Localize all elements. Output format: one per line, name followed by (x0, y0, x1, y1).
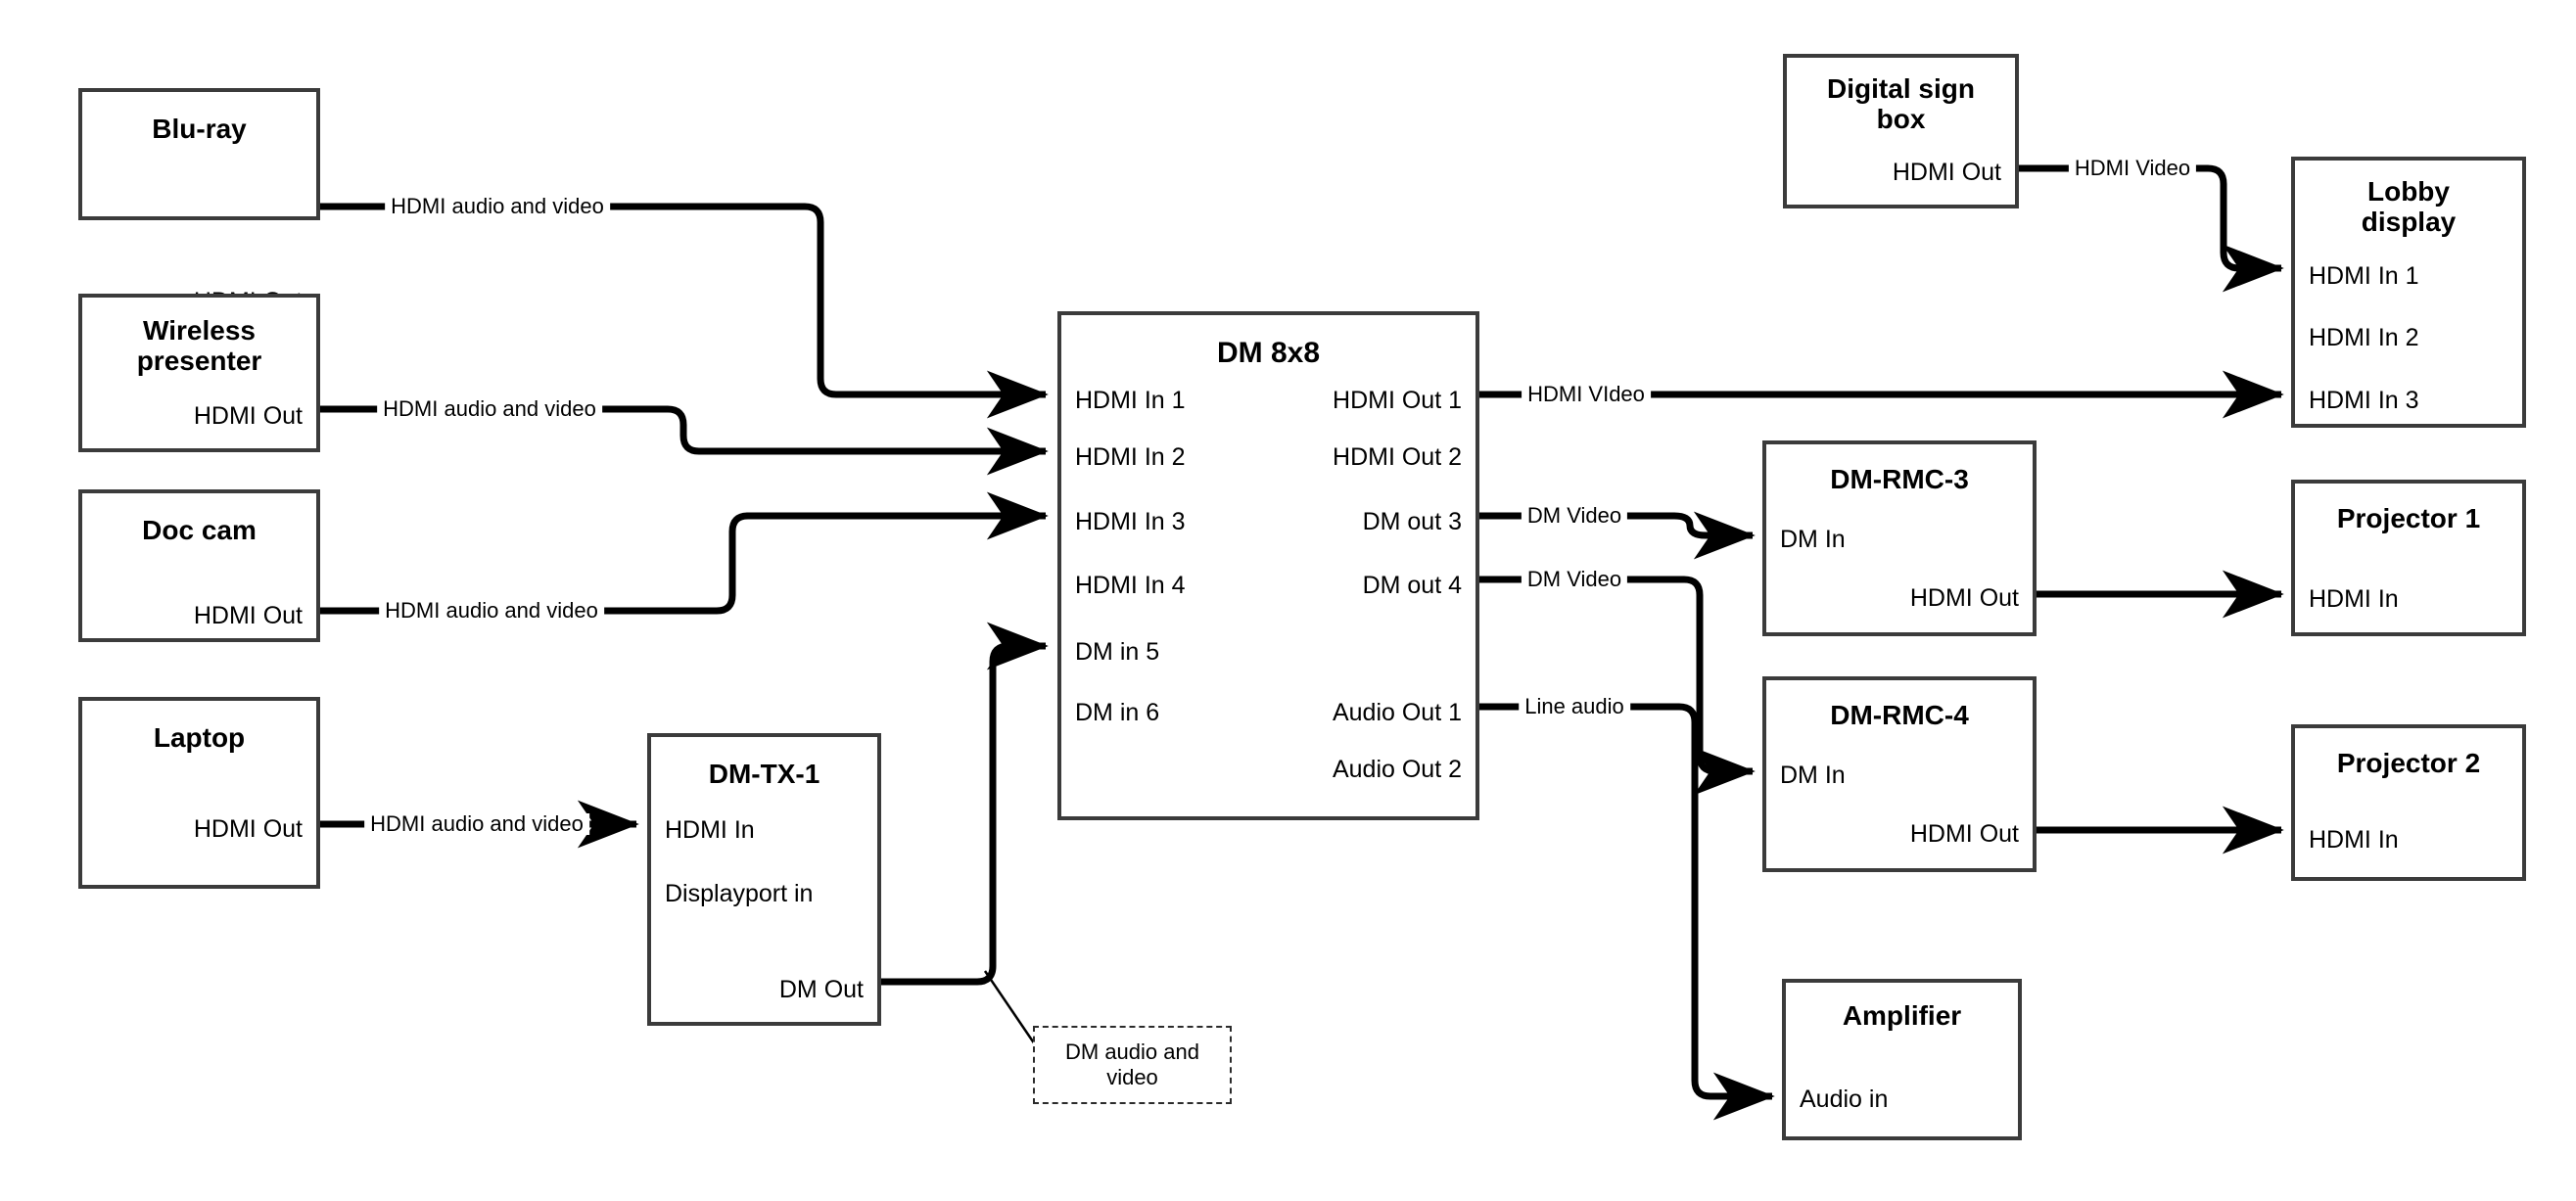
node-projector-1-title: Projector 1 (2336, 503, 2481, 533)
node-dm-8x8-input-dm-in-6[interactable]: DM in 6 (1075, 699, 1160, 726)
wire-label-dm8x8-audioout1-to-amplifier: Line audio (1519, 696, 1630, 717)
node-dm-rmc-3-port-dm-in[interactable]: DM In (1780, 526, 1846, 553)
node-projector-2[interactable]: Projector 2 HDMI In (2291, 724, 2526, 881)
wire-label-dm8x8-out3-to-dmrmc3: DM Video (1521, 505, 1628, 527)
node-dm-8x8-input-hdmi-in-3[interactable]: HDMI In 3 (1075, 508, 1186, 535)
node-dm-8x8-output-audio-out-1[interactable]: Audio Out 1 (1332, 699, 1462, 726)
node-dm-rmc-4-title: DM-RMC-4 (1830, 700, 1969, 730)
node-lobby-display-input-hdmi-in-3[interactable]: HDMI In 3 (2309, 387, 2419, 414)
wire-label-dm8x8-out4-to-dmrmc4: DM Video (1521, 569, 1628, 590)
node-laptop-port-hdmi-out[interactable]: HDMI Out (193, 815, 303, 843)
node-laptop-title: Laptop (153, 722, 246, 753)
node-dm-tx-1-title: DM-TX-1 (708, 759, 820, 789)
node-lobby-display-title: Lobby display (2361, 176, 2457, 238)
node-wireless-presenter-title: Wireless presenter (136, 315, 262, 377)
wire-dm8x8-out3-to-dmrmc3 (1479, 511, 1756, 560)
node-bluray[interactable]: Blu-ray HDMI Out (78, 88, 320, 314)
node-dm-rmc-3-title: DM-RMC-3 (1830, 464, 1969, 494)
wire-dmtx1-to-dm8x8-in5 (881, 622, 1049, 986)
node-dm-8x8-input-dm-in-5[interactable]: DM in 5 (1075, 638, 1160, 666)
node-dm-8x8-output-audio-out-2[interactable]: Audio Out 2 (1332, 756, 1462, 783)
node-dm-8x8-output-hdmi-out-2[interactable]: HDMI Out 2 (1333, 443, 1462, 471)
node-projector-1-port-hdmi-in[interactable]: HDMI In (2309, 585, 2399, 613)
node-projector-2-port-hdmi-in[interactable]: HDMI In (2309, 826, 2399, 854)
node-dm-8x8-output-dm-out-4[interactable]: DM out 4 (1362, 572, 1462, 599)
wire-dm8x8-out4-to-dmrmc4 (1479, 576, 1756, 796)
node-laptop[interactable]: Laptop HDMI Out (78, 697, 320, 889)
node-dm-rmc-4[interactable]: DM-RMC-4 DM In HDMI Out (1762, 676, 2037, 872)
node-doc-cam[interactable]: Doc cam HDMI Out (78, 489, 320, 642)
wire-label-dm8x8-out1-to-lobby: HDMI VIdeo (1522, 384, 1651, 405)
wire-dm8x8-audioout1-to-amplifier (1479, 703, 1775, 1121)
node-dm-rmc-4-port-dm-in[interactable]: DM In (1780, 762, 1846, 789)
node-dm-tx-1-port-displayport-in[interactable]: Displayport in (665, 880, 814, 907)
node-doc-cam-title: Doc cam (142, 515, 257, 545)
node-bluray-title: Blu-ray (152, 114, 247, 144)
node-dm-8x8[interactable]: DM 8x8 HDMI In 1 HDMI In 2 HDMI In 3 HDM… (1057, 311, 1479, 820)
node-lobby-display-input-hdmi-in-2[interactable]: HDMI In 2 (2309, 324, 2419, 351)
wire-label-laptop-to-dmtx1: HDMI audio and video (364, 813, 589, 835)
node-dm-tx-1-port-hdmi-in[interactable]: HDMI In (665, 816, 755, 844)
node-digital-sign-box-title: Digital sign box (1827, 73, 1975, 135)
node-dm-8x8-output-dm-out-3[interactable]: DM out 3 (1362, 508, 1462, 535)
node-dm-rmc-4-port-hdmi-out[interactable]: HDMI Out (1909, 820, 2019, 848)
node-dm-tx-1[interactable]: DM-TX-1 HDMI In Displayport in DM Out (647, 733, 881, 1026)
wire-sign-to-lobby-in1 (2019, 164, 2284, 293)
node-dm-rmc-3[interactable]: DM-RMC-3 DM In HDMI Out (1762, 440, 2037, 636)
node-projector-2-title: Projector 2 (2336, 748, 2481, 778)
node-wireless-presenter-port-hdmi-out[interactable]: HDMI Out (193, 402, 303, 430)
node-amplifier-port-audio-in[interactable]: Audio in (1800, 1086, 1889, 1113)
wire-label-wireless-to-dm8x8-in2: HDMI audio and video (377, 398, 602, 420)
node-digital-sign-box-port-hdmi-out[interactable]: HDMI Out (1892, 159, 2001, 186)
node-dm-8x8-input-hdmi-in-2[interactable]: HDMI In 2 (1075, 443, 1186, 471)
node-lobby-display-input-hdmi-in-1[interactable]: HDMI In 1 (2309, 262, 2419, 290)
node-dm-tx-1-port-dm-out[interactable]: DM Out (778, 976, 864, 1003)
node-doc-cam-port-hdmi-out[interactable]: HDMI Out (193, 602, 303, 629)
node-dm-8x8-title: DM 8x8 (1216, 337, 1321, 369)
wire-label-sign-to-lobby: HDMI Video (2068, 158, 2197, 179)
node-amplifier-title: Amplifier (1842, 1000, 1962, 1031)
wire-bluray-to-dm8x8-in1 (320, 203, 1049, 419)
wire-label-bluray-to-dm8x8-in1: HDMI audio and video (385, 196, 610, 217)
wire-doccam-to-dm8x8-in3 (320, 491, 1049, 615)
node-wireless-presenter[interactable]: Wireless presenter HDMI Out (78, 294, 320, 452)
wire-label-doccam-to-dm8x8-in3: HDMI audio and video (379, 600, 604, 622)
node-dm-rmc-3-port-hdmi-out[interactable]: HDMI Out (1909, 584, 2019, 612)
node-lobby-display[interactable]: Lobby display HDMI In 1 HDMI In 2 HDMI I… (2291, 157, 2526, 428)
node-dm-8x8-output-hdmi-out-1[interactable]: HDMI Out 1 (1333, 387, 1462, 414)
node-projector-1[interactable]: Projector 1 HDMI In (2291, 480, 2526, 636)
node-amplifier[interactable]: Amplifier Audio in (1782, 979, 2022, 1140)
wire-wireless-to-dm8x8-in2 (320, 405, 1049, 476)
node-dm-8x8-input-hdmi-in-1[interactable]: HDMI In 1 (1075, 387, 1186, 414)
node-digital-sign-box[interactable]: Digital sign box HDMI Out (1783, 54, 2019, 208)
node-dm-8x8-input-hdmi-in-4[interactable]: HDMI In 4 (1075, 572, 1186, 599)
callout-dm-audio-and-video: DM audio and video (1033, 1026, 1232, 1104)
